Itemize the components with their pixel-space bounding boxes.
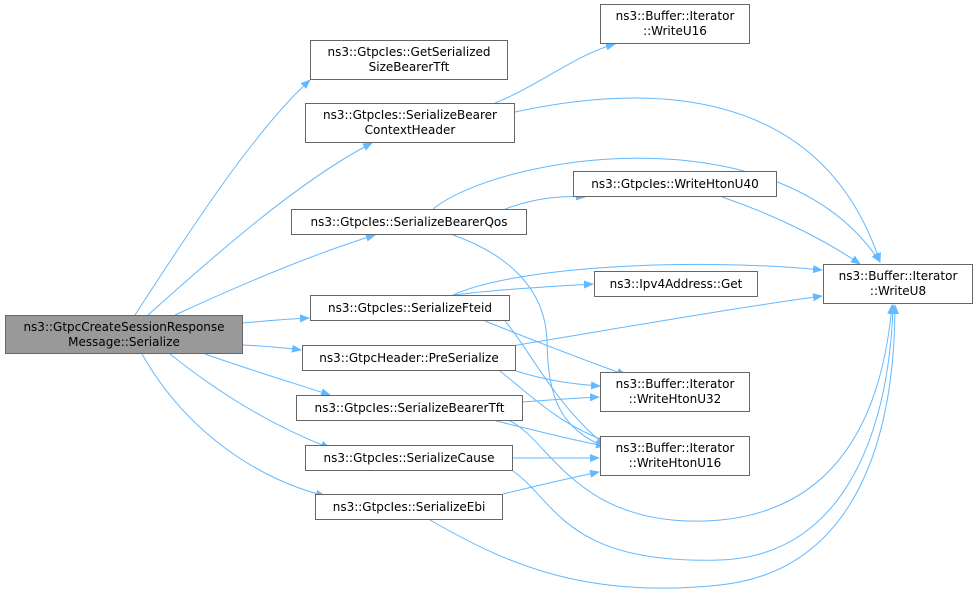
node-serialize-cause[interactable]: ns3::GtpcIes::SerializeCause: [305, 445, 513, 471]
edge-preser-to-wu8: [504, 293, 823, 348]
node-serbch-line2: ContextHeader: [364, 123, 456, 137]
node-write-hton-u32[interactable]: ns3::Buffer::Iterator ::WriteHtonU32: [600, 372, 750, 412]
node-serebi-line1: ns3::GtpcIes::SerializeEbi: [332, 499, 486, 514]
edge-serebi-to-whu16: [502, 469, 600, 495]
node-wu8-line1: ns3::Buffer::Iterator: [838, 269, 958, 283]
edge-sertft-to-wu8: [509, 304, 896, 522]
node-sertft-line1: ns3::GtpcIes::SerializeBearerTft: [314, 400, 505, 415]
edge-root-to-serqos: [174, 233, 376, 316]
edge-root-to-serfteid: [242, 314, 310, 324]
edge-serqos-to-whu40: [504, 192, 586, 210]
node-serialize-bearer-context-header[interactable]: ns3::GtpcIes::SerializeBearer ContextHea…: [305, 103, 515, 143]
node-serfteid-line1: ns3::GtpcIes::SerializeFteid: [328, 300, 492, 315]
node-getser-line1: ns3::GtpcIes::GetSerialized: [327, 45, 491, 59]
edge-serfteid-to-whu32: [484, 320, 627, 376]
edge-serfteid-to-ipv4: [454, 280, 594, 296]
node-serbch-line1: ns3::GtpcIes::SerializeBearer: [323, 108, 497, 122]
edge-serbch-to-wu16: [494, 42, 616, 104]
node-write-hton-u16[interactable]: ns3::Buffer::Iterator ::WriteHtonU16: [600, 436, 750, 476]
node-wu16-line2: ::WriteU16: [643, 24, 707, 38]
edge-root-to-sertft: [204, 353, 331, 396]
node-write-hton-u40[interactable]: ns3::GtpcIes::WriteHtonU40: [573, 171, 777, 197]
node-write-u8[interactable]: ns3::Buffer::Iterator ::WriteU8: [823, 264, 973, 304]
edge-root-to-sercause: [169, 353, 331, 449]
edge-sertft-to-whu16: [495, 420, 606, 449]
node-preser-line1: ns3::GtpcHeader::PreSerialize: [319, 350, 499, 365]
node-whu40-line1: ns3::GtpcIes::WriteHtonU40: [591, 176, 759, 191]
edge-sertft-to-whu32: [522, 393, 600, 403]
node-whu16-line1: ns3::Buffer::Iterator: [615, 441, 735, 455]
edge-root-to-serebi: [141, 353, 326, 498]
edge-root-to-preser: [242, 344, 302, 353]
node-whu32-line1: ns3::Buffer::Iterator: [615, 377, 735, 391]
node-get-serialized-size-bearer-tft[interactable]: ns3::GtpcIes::GetSerialized SizeBearerTf…: [310, 40, 508, 80]
edge-preser-to-whu32: [515, 370, 601, 390]
node-serqos-line1: ns3::GtpcIes::SerializeBearerQos: [310, 214, 508, 229]
node-serialize-fteid[interactable]: ns3::GtpcIes::SerializeFteid: [310, 295, 510, 321]
node-pre-serialize[interactable]: ns3::GtpcHeader::PreSerialize: [302, 345, 516, 371]
node-root: ns3::GtpcCreateSessionResponse Message::…: [5, 315, 243, 354]
node-getser-line2: SizeBearerTft: [368, 60, 450, 74]
node-root-line1: ns3::GtpcCreateSessionResponse: [23, 319, 225, 334]
edge-sercause-to-wu8: [512, 304, 897, 561]
node-whu16-line2: ::WriteHtonU16: [628, 456, 722, 470]
node-serialize-bearer-tft[interactable]: ns3::GtpcIes::SerializeBearerTft: [296, 395, 523, 421]
node-sercause-line1: ns3::GtpcIes::SerializeCause: [323, 450, 495, 465]
node-serialize-bearer-qos[interactable]: ns3::GtpcIes::SerializeBearerQos: [291, 209, 527, 235]
node-ipv4-address-get[interactable]: ns3::Ipv4Address::Get: [594, 271, 758, 297]
node-write-u16[interactable]: ns3::Buffer::Iterator ::WriteU16: [600, 4, 750, 44]
edge-serbch-to-wu8: [514, 97, 881, 263]
node-wu8-line2: ::WriteU8: [869, 284, 927, 298]
node-wu16-line1: ns3::Buffer::Iterator: [615, 9, 735, 23]
edge-whu40-to-wu8: [721, 196, 861, 265]
edge-serqos-to-wu8: [432, 157, 881, 263]
node-serialize-ebi[interactable]: ns3::GtpcIes::SerializeEbi: [315, 494, 503, 520]
node-ipv4get-line1: ns3::Ipv4Address::Get: [609, 276, 743, 291]
edge-root-to-serbch: [147, 142, 373, 316]
node-root-line2: Message::Serialize: [68, 334, 180, 349]
edge-preser-to-whu16: [499, 370, 609, 443]
edge-serebi-to-wu8: [429, 304, 899, 589]
edge-root-to-getser: [134, 79, 311, 316]
edge-serfteid-to-wu8: [452, 263, 823, 296]
node-whu32-line2: ::WriteHtonU32: [628, 392, 722, 406]
